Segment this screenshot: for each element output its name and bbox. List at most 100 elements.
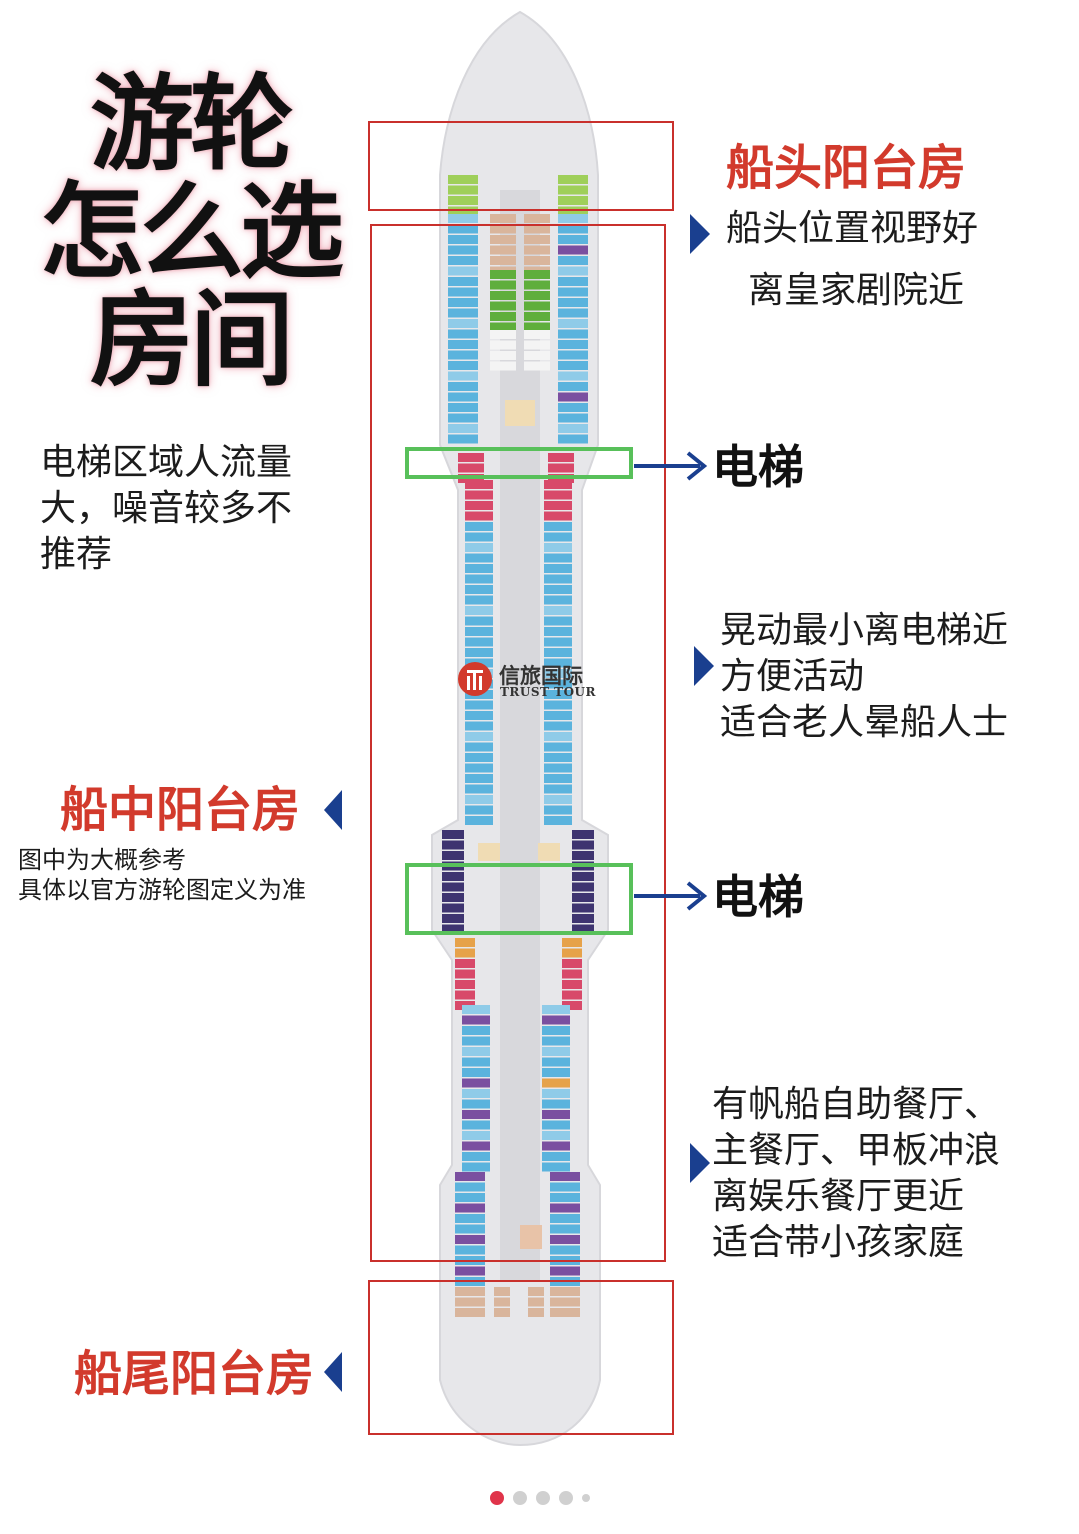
cabin-block — [542, 1026, 570, 1035]
cabin-block — [524, 224, 550, 234]
cabin-block — [455, 1203, 485, 1213]
cabin-block — [455, 1193, 485, 1202]
cabin-block — [524, 280, 550, 290]
cabin-block — [550, 1172, 580, 1181]
cabin-block — [448, 266, 478, 276]
cabin-block — [442, 903, 464, 913]
cabin-block — [448, 329, 478, 339]
cabin-block — [558, 340, 588, 349]
cabin-block — [490, 330, 516, 339]
pager-dot[interactable] — [512, 1491, 527, 1505]
cabin-block — [544, 553, 572, 563]
cabin-block — [558, 392, 588, 402]
cabin-block — [544, 753, 572, 762]
cabin-block — [550, 1214, 580, 1223]
mid-heading-pointer-icon — [324, 790, 342, 830]
cabin-block — [548, 463, 574, 473]
pager-dot[interactable] — [489, 1491, 504, 1505]
cabin-block — [544, 784, 572, 794]
cabin-block — [562, 980, 582, 989]
cabin-block — [542, 1099, 570, 1109]
cabin-block — [558, 256, 588, 265]
cabin-block — [455, 1266, 485, 1276]
cabin-block — [544, 679, 572, 689]
cabin-block — [490, 340, 516, 350]
cabin-block — [490, 301, 516, 311]
cabin-block — [562, 1001, 582, 1010]
cabin-block — [455, 980, 475, 989]
cabin-block — [465, 732, 493, 741]
cabin-block — [465, 627, 493, 636]
cabin-block — [462, 1026, 490, 1035]
cabin-block — [465, 648, 493, 657]
cabin-block — [465, 742, 493, 752]
cabin-block — [494, 1287, 510, 1296]
cabin-block — [550, 1224, 580, 1234]
cabin-block — [544, 574, 572, 584]
cabin-block — [462, 1131, 490, 1140]
cabin-block — [465, 490, 493, 500]
cabin-block — [442, 830, 464, 839]
pager-dot[interactable] — [558, 1491, 573, 1505]
cabin-block — [462, 1099, 490, 1109]
cabin-block — [558, 403, 588, 412]
cabin-block — [558, 361, 588, 370]
elevator-note-2: 大，噪音较多不 — [40, 488, 293, 529]
cabin-block — [465, 616, 493, 626]
cabin-block — [448, 350, 478, 360]
image-pager — [0, 1488, 1079, 1508]
cabin-block — [524, 270, 550, 279]
cabin-block — [558, 424, 588, 433]
cabin-block — [462, 1110, 490, 1119]
cabin-block — [544, 732, 572, 741]
cabin-block — [462, 1036, 490, 1046]
cabin-block — [465, 753, 493, 762]
cabin-block — [544, 627, 572, 636]
cabin-block — [524, 214, 550, 223]
cabin-block — [544, 711, 572, 720]
cabin-block — [448, 256, 478, 265]
cabin-block — [448, 287, 478, 297]
cabin-block — [544, 648, 572, 657]
cabin-block — [462, 1141, 490, 1151]
cabin-block — [544, 616, 572, 626]
cabin-block — [558, 175, 588, 184]
cabin-block — [544, 511, 572, 521]
stern-heading-pointer-icon — [324, 1352, 342, 1392]
cabin-block — [558, 298, 588, 307]
cabin-block — [572, 830, 594, 839]
cabin-block — [542, 1089, 570, 1098]
cabin-block — [544, 595, 572, 605]
cabin-block — [524, 245, 550, 255]
cabin-block — [448, 185, 478, 195]
cabin-block — [448, 413, 478, 423]
cabin-block — [544, 480, 572, 489]
cabin-block — [544, 522, 572, 531]
page-title: 游轮 怎么选 房间 — [20, 70, 360, 394]
aft-right-note: 有帆船自助餐厅、 主餐厅、甲板冲浪 离娱乐餐厅更近 适合带小孩家庭 — [712, 1082, 1000, 1266]
pager-dot[interactable] — [535, 1491, 550, 1505]
cabin-block — [524, 322, 550, 332]
cabin-block — [558, 266, 588, 276]
aft-right-note-2: 主餐厅、甲板冲浪 — [712, 1130, 1001, 1171]
cabin-block — [448, 371, 478, 381]
mid-right-note-3: 适合老人晕船人士 — [720, 702, 1009, 743]
cabin-block — [544, 585, 572, 594]
cabin-block — [442, 882, 464, 892]
cabin-block — [572, 893, 594, 902]
mid-note-1: 图中为大概参考 — [18, 846, 186, 874]
stern-heading: 船尾阳台房 — [74, 1346, 315, 1402]
cabin-block — [465, 784, 493, 794]
cabin-block — [442, 893, 464, 902]
mid-lounge-right — [538, 843, 560, 861]
cabin-block — [542, 1110, 570, 1119]
cabin-block — [448, 298, 478, 307]
stern-zone-box — [368, 1280, 674, 1435]
cabin-block — [455, 1297, 485, 1307]
cabin-block — [550, 1308, 580, 1317]
pager-dot[interactable] — [581, 1494, 590, 1502]
cabin-block — [455, 1245, 485, 1255]
cabin-block — [558, 319, 588, 328]
cabin-block — [558, 329, 588, 339]
cabin-block — [494, 1297, 510, 1307]
